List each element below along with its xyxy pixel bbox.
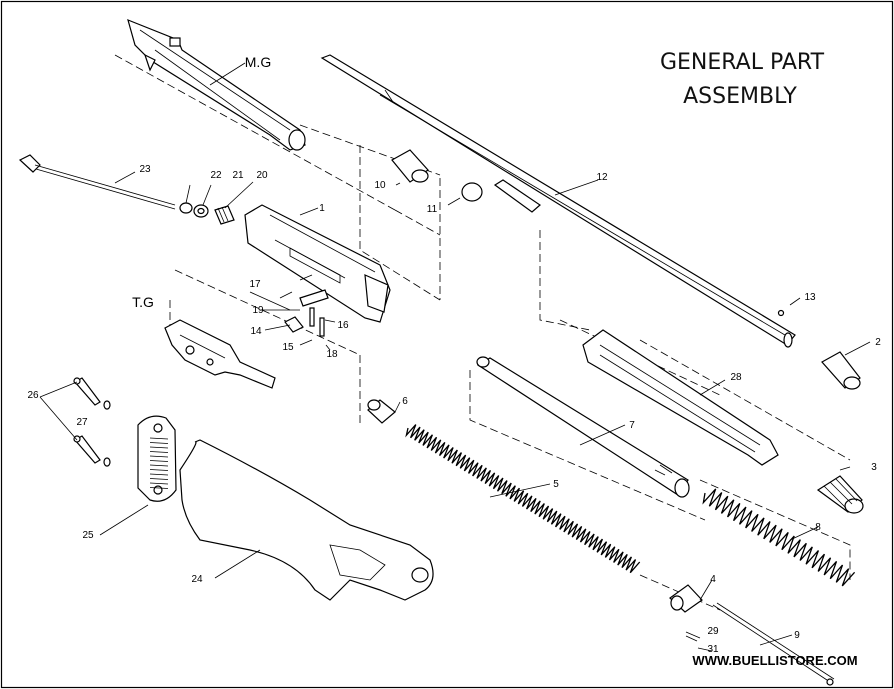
callout-24: 24 [191, 574, 203, 585]
part-19 [299, 274, 313, 281]
callout-23: 23 [139, 164, 151, 175]
callout-13: 13 [804, 292, 816, 303]
ring-part-11 [461, 182, 483, 202]
callout-14: 14 [250, 326, 262, 337]
receiver-part-1 [244, 204, 391, 323]
washer-part-27-top [103, 400, 111, 410]
pin-part-18 [319, 317, 325, 337]
trigger-group-tg [164, 319, 276, 389]
washer-part-22 [179, 202, 193, 214]
rod-part-9 [712, 602, 835, 686]
callout-16: 16 [337, 320, 349, 331]
callout-4: 4 [710, 574, 716, 585]
callout-numbers: 1234567891011121314151617181920212223242… [27, 164, 881, 655]
callout-leader-lines [39, 62, 871, 646]
magazine-tube-part-7 [476, 356, 690, 498]
callout-6: 6 [402, 396, 408, 407]
pin-part-23 [18, 154, 176, 210]
forearm-part-28 [582, 329, 779, 466]
title-line-2: ASSEMBLY [683, 84, 797, 109]
callout-18: 18 [326, 349, 338, 360]
pin-part-13 [777, 309, 785, 317]
forearm-nut-part-3 [816, 475, 864, 514]
butt-pad-part-25 [137, 415, 177, 502]
barrel-part-12 [320, 54, 796, 348]
callout-20: 20 [256, 170, 268, 181]
bolt-group-mg [127, 18, 306, 151]
callout-25: 25 [82, 530, 94, 541]
magazine-spring-part-8 [702, 488, 856, 587]
bushing-part-6 [367, 399, 396, 424]
callout-12: 12 [596, 172, 608, 183]
plate-part-16 [299, 289, 329, 307]
washer-part-27-bottom [103, 457, 111, 467]
stock-part-24 [179, 439, 434, 601]
pin-part-29 [685, 631, 701, 642]
gas-ring-sleeve [493, 179, 541, 213]
callout-19: 19 [252, 305, 264, 316]
pin-part-31 [697, 647, 713, 652]
cap-part-2 [821, 351, 861, 390]
callout-3: 3 [871, 462, 877, 473]
screws-part-26 [73, 377, 101, 464]
group-label-tg: T.G [132, 294, 154, 310]
website-url: WWW.BUELLISTORE.COM [692, 653, 857, 668]
callout-27: 27 [76, 417, 88, 428]
callout-26: 26 [27, 390, 39, 401]
follower-part-4 [669, 584, 703, 613]
callout-17: 17 [249, 279, 261, 290]
group-label-mg: M.G [245, 54, 271, 70]
title-line-1: GENERAL PART [660, 50, 825, 75]
callout-10: 10 [374, 180, 386, 191]
callout-22: 22 [210, 170, 222, 181]
callout-5: 5 [553, 479, 559, 490]
callout-2: 2 [875, 337, 881, 348]
nut-part-20 [214, 205, 235, 225]
pin-part-15 [309, 307, 315, 327]
assembly-guide-lines [114, 54, 851, 611]
gas-cylinder-part-10 [391, 149, 429, 183]
callout-31: 31 [707, 644, 719, 655]
callout-7: 7 [629, 420, 635, 431]
callout-29: 29 [707, 626, 719, 637]
callout-1: 1 [319, 203, 325, 214]
callout-8: 8 [815, 522, 821, 533]
small-parts-14-19 [279, 274, 329, 337]
callout-9: 9 [794, 630, 800, 641]
callout-28: 28 [730, 372, 742, 383]
part-14 [284, 316, 304, 333]
recoil-spring-part-5 [405, 424, 641, 574]
spring-part-17 [279, 291, 293, 299]
callout-21: 21 [232, 170, 244, 181]
callout-11: 11 [427, 204, 438, 215]
callout-15: 15 [282, 342, 294, 353]
